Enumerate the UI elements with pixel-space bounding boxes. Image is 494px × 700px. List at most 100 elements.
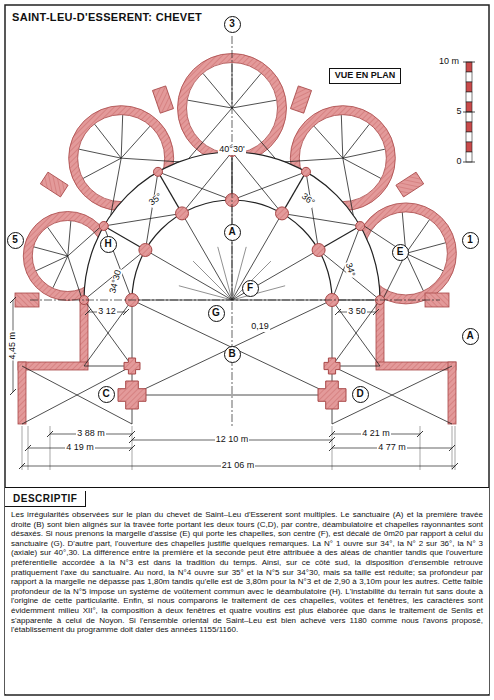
- pier: [99, 222, 108, 231]
- chapel-rib: [34, 247, 68, 256]
- chapel-rib: [406, 253, 443, 270]
- cruciform-pier: [324, 358, 340, 374]
- scale-segment: [466, 132, 472, 142]
- bay-rib: [332, 366, 452, 424]
- dimension-label: 4,45 m: [8, 331, 17, 361]
- chapel-rib: [343, 158, 381, 178]
- wall: [18, 362, 26, 424]
- chapel-rib: [203, 74, 232, 108]
- callout-circle: A: [462, 328, 479, 345]
- ambulatory-rib: [84, 250, 145, 300]
- pier: [302, 167, 311, 176]
- chapel-rib: [406, 220, 430, 254]
- callout-letter: D: [356, 389, 363, 399]
- callout-letter: 1: [467, 235, 473, 245]
- ambulatory-rib: [332, 226, 360, 300]
- ambulatory-rib: [319, 250, 380, 300]
- chapel-rib: [343, 124, 369, 158]
- sanctuary-rib: [232, 261, 271, 300]
- sanctuary-rib: [182, 213, 232, 300]
- chapel-rib: [111, 158, 121, 215]
- chapel-rib: [341, 115, 343, 158]
- scale-segment: [466, 122, 472, 132]
- view-box: VUE EN PLAN: [329, 68, 402, 84]
- sanctuary-rib: [145, 250, 232, 300]
- ambulatory-rib: [182, 152, 232, 213]
- extension-line: [452, 426, 453, 470]
- wall: [448, 362, 456, 424]
- sanctuary-rib: [232, 250, 319, 300]
- bay-rib: [332, 300, 380, 366]
- chapel-rib: [232, 74, 261, 108]
- dimension-tick: [123, 309, 129, 315]
- extension-line: [132, 426, 133, 470]
- dimension-label: 21 06 m: [221, 461, 256, 470]
- scale-label: 10 m: [438, 57, 460, 66]
- callout-letter: F: [247, 283, 253, 293]
- callout-letter: H: [104, 239, 111, 249]
- scale-segment: [466, 82, 472, 92]
- chapel-rib: [36, 256, 68, 271]
- scale-segment: [466, 92, 472, 102]
- pier: [176, 207, 189, 220]
- pier: [312, 244, 325, 257]
- dimension-tick: [85, 309, 91, 315]
- chapel-rib: [53, 256, 68, 288]
- scale-segment: [466, 142, 472, 152]
- chapel-rib: [79, 149, 121, 158]
- sanctuary-rib: [179, 286, 232, 300]
- bay-rib: [132, 395, 332, 396]
- extension-line: [50, 426, 51, 470]
- chapel-rib: [68, 221, 71, 256]
- buttress: [40, 172, 68, 197]
- bay-rib: [84, 300, 132, 366]
- ambulatory-rib: [232, 152, 282, 213]
- callout-circle: A: [224, 224, 241, 241]
- wall: [376, 300, 384, 366]
- scale-tick: [463, 162, 475, 163]
- bay-rib: [22, 366, 132, 424]
- callout-letter: E: [397, 247, 404, 257]
- callout-circle: 3: [224, 16, 241, 33]
- pier: [356, 222, 365, 231]
- bay-rib: [332, 366, 452, 424]
- sanctuary-rib: [193, 261, 232, 300]
- bay-rib: [332, 300, 380, 366]
- ambulatory-rib: [104, 213, 182, 226]
- ambulatory-rib: [306, 172, 319, 250]
- scale-segment: [466, 72, 472, 82]
- extension-line: [332, 426, 333, 470]
- wall: [376, 362, 456, 370]
- callout-letter: A: [466, 331, 473, 341]
- chapel-rib: [406, 253, 423, 290]
- scale-segment: [466, 152, 472, 162]
- scale-label: 5: [455, 107, 462, 116]
- chapel-rib: [232, 100, 276, 108]
- dimension-tick: [373, 309, 379, 315]
- chapel-rib: [314, 126, 343, 158]
- sanctuary-rib: [218, 247, 232, 300]
- callout-circle: F: [242, 280, 259, 297]
- callout-circle: B: [224, 346, 241, 363]
- callout-letter: 3: [229, 19, 235, 29]
- extension-line: [420, 426, 421, 470]
- transverse-arch: [319, 226, 361, 250]
- scale-tick: [463, 62, 475, 63]
- dimension-label: 4 77 m: [377, 443, 407, 452]
- callout-letter: VUE EN PLAN: [335, 70, 396, 80]
- dimension-tick: [10, 389, 16, 395]
- buttress: [396, 172, 424, 197]
- chapel-rib: [83, 158, 121, 178]
- wall: [80, 300, 88, 366]
- bay-rib: [132, 300, 332, 395]
- description-text: Les irrégularités observées sur le plan …: [5, 507, 489, 635]
- ambulatory-rib: [232, 172, 306, 200]
- bay-rib: [22, 366, 132, 424]
- dimension-tick: [10, 297, 16, 303]
- ambulatory-rib: [282, 213, 360, 226]
- scale-label: 0: [455, 157, 462, 166]
- callout-letter: B: [228, 349, 235, 359]
- dimension-label: 4 19 m: [65, 443, 95, 452]
- sanctuary-rib: [232, 213, 282, 300]
